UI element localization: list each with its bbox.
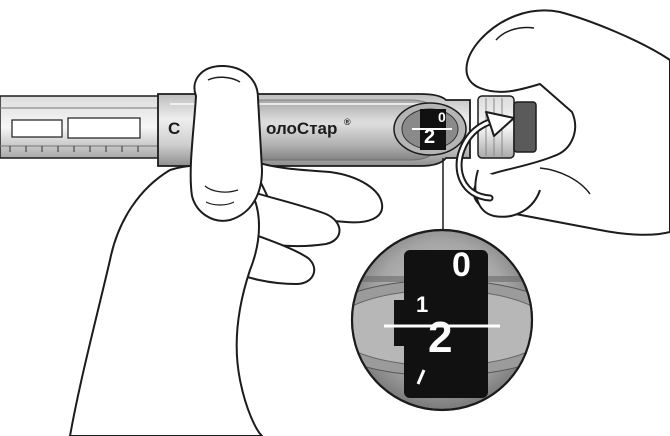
pen-cartridge-holder (0, 96, 162, 158)
registered-mark: ® (344, 117, 351, 127)
pen-dose-window: 2 0 (394, 103, 466, 155)
magnified-dose-top: 0 (452, 246, 471, 284)
magnified-dose-window: 2 1 0 (312, 230, 572, 410)
pen-dose-upper: 0 (438, 109, 446, 125)
brand-text-right: олоСтар (266, 119, 337, 138)
brand-text-left: С (168, 119, 180, 138)
magnified-dose-large: 2 (428, 313, 452, 362)
magnified-dose-small: 1 (416, 292, 428, 317)
